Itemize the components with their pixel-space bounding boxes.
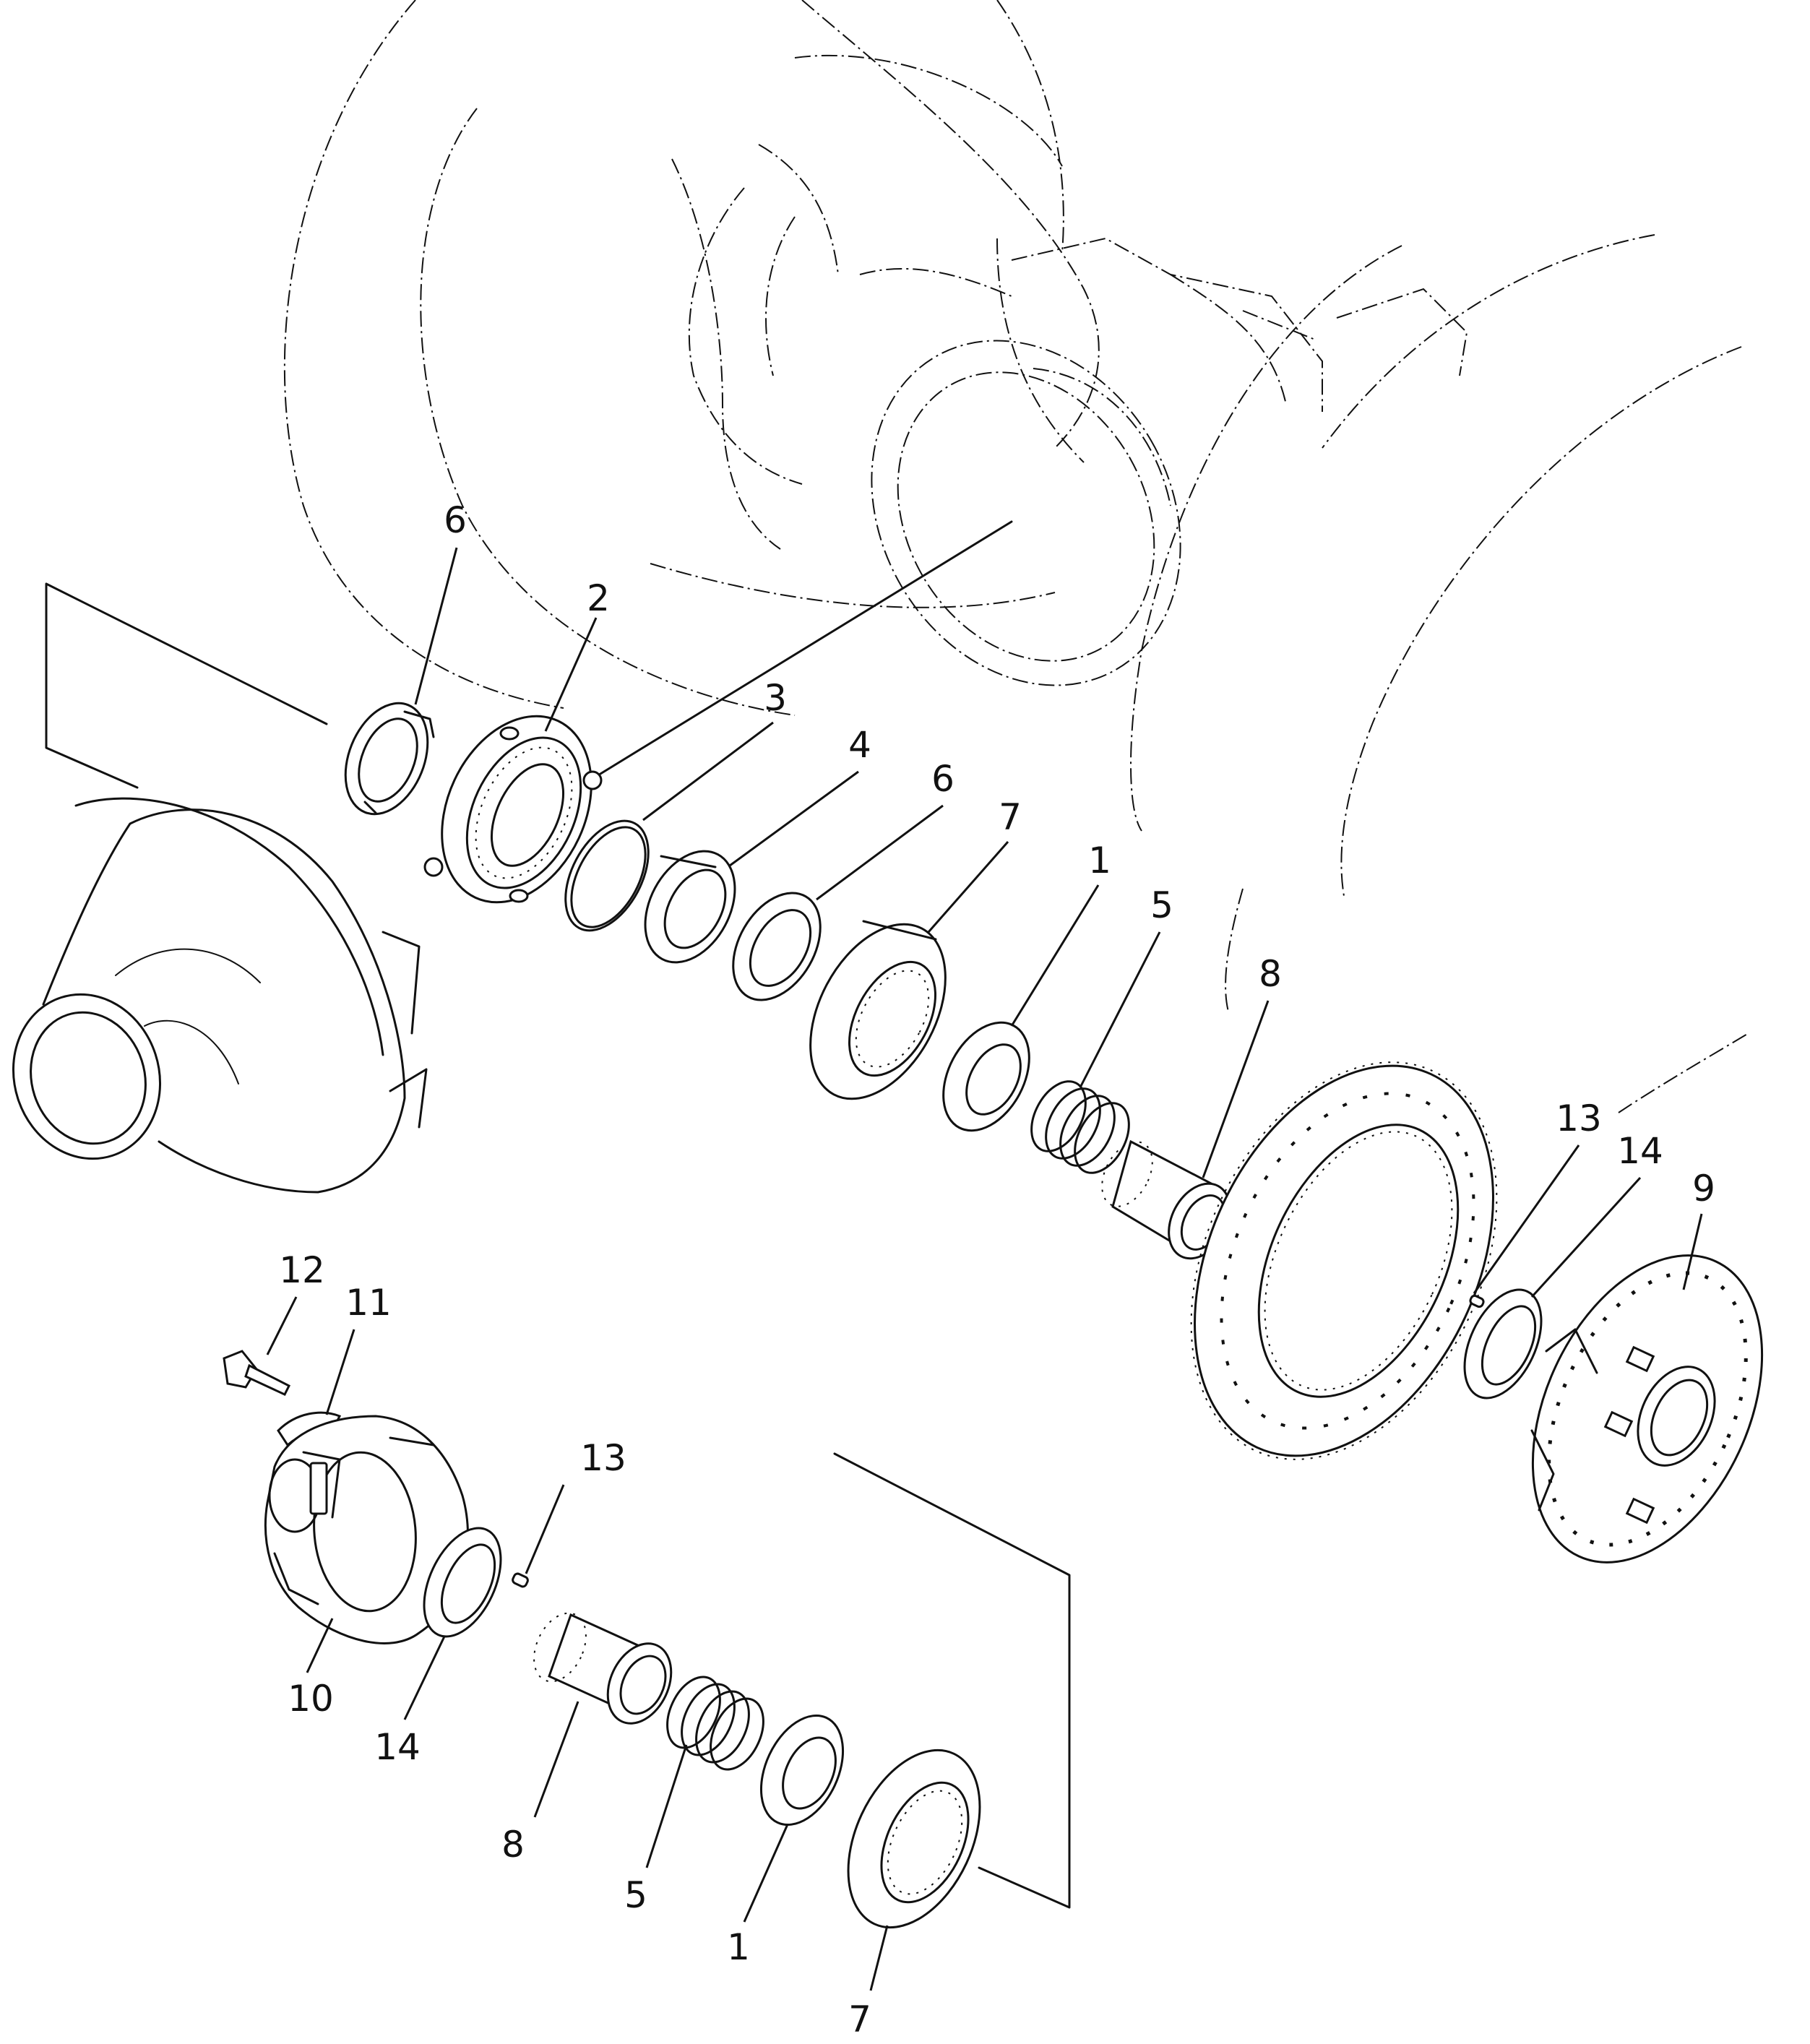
- part-14-washer-lower: [423, 1527, 502, 1638]
- label-5-lower: 5: [624, 1874, 647, 1916]
- callout-labels: 6 2 3 4 6 7 1 5 8 13 14 9 12 11 13 10 14…: [279, 499, 1715, 2040]
- part-1-gear-upper: [942, 1021, 1030, 1132]
- label-10: 10: [288, 1678, 334, 1720]
- label-8-lower: 8: [501, 1824, 525, 1866]
- hub-housing-left: [12, 797, 428, 1194]
- label-2: 2: [587, 577, 610, 619]
- part-13-pin-upper: [1469, 1294, 1485, 1308]
- label-11: 11: [345, 1282, 392, 1324]
- label-3: 3: [764, 677, 787, 719]
- label-6-middle: 6: [931, 758, 954, 800]
- label-14-lower: 14: [374, 1726, 421, 1768]
- part-8-sleeve-lower: [533, 1612, 673, 1725]
- part-5-spring-upper: [1030, 1080, 1130, 1174]
- part-5-spring-lower: [666, 1676, 764, 1771]
- label-7-lower: 7: [848, 1998, 871, 2040]
- label-14-upper: 14: [1617, 1130, 1663, 1172]
- part-1-gear-lower: [759, 1714, 845, 1827]
- label-8-upper: 8: [1259, 953, 1282, 995]
- part-8-sleeve-upper: [1101, 1139, 1231, 1260]
- label-7-upper: 7: [999, 796, 1022, 838]
- part-2-differential-case: [423, 715, 603, 904]
- assembly-bracket-lower: [833, 1452, 1071, 1909]
- part-3-snap-ring: [564, 819, 650, 932]
- leader-lines: [266, 547, 1703, 1991]
- shaft-axis-line: [577, 520, 1013, 789]
- label-12: 12: [279, 1249, 325, 1291]
- phantom-axle-housing: [283, 0, 1749, 1113]
- part-4-side-gear: [644, 850, 736, 964]
- label-13-lower: 13: [580, 1437, 626, 1479]
- label-6-upper: 6: [444, 499, 467, 541]
- label-1-lower: 1: [727, 1926, 750, 1968]
- part-7-side-gear-upper: [809, 920, 947, 1100]
- label-13-upper: 13: [1556, 1098, 1602, 1139]
- part-13-pin-lower: [512, 1572, 529, 1588]
- part-7-side-gear-lower: [847, 1748, 981, 1929]
- part-14-washer-upper: [1463, 1288, 1543, 1400]
- label-1-upper: 1: [1088, 840, 1111, 881]
- label-9: 9: [1692, 1168, 1715, 1209]
- part-6-thrust-washer-upper: [344, 702, 435, 816]
- label-5-upper: 5: [1150, 884, 1173, 926]
- assembly-bracket-upper: [45, 582, 328, 789]
- part-9-case-half: [1530, 1254, 1764, 1564]
- ring-gear: [1190, 1061, 1498, 1460]
- label-4: 4: [848, 724, 871, 766]
- part-6-thrust-washer-middle: [732, 892, 822, 1001]
- part-12-bolt: [223, 1350, 291, 1396]
